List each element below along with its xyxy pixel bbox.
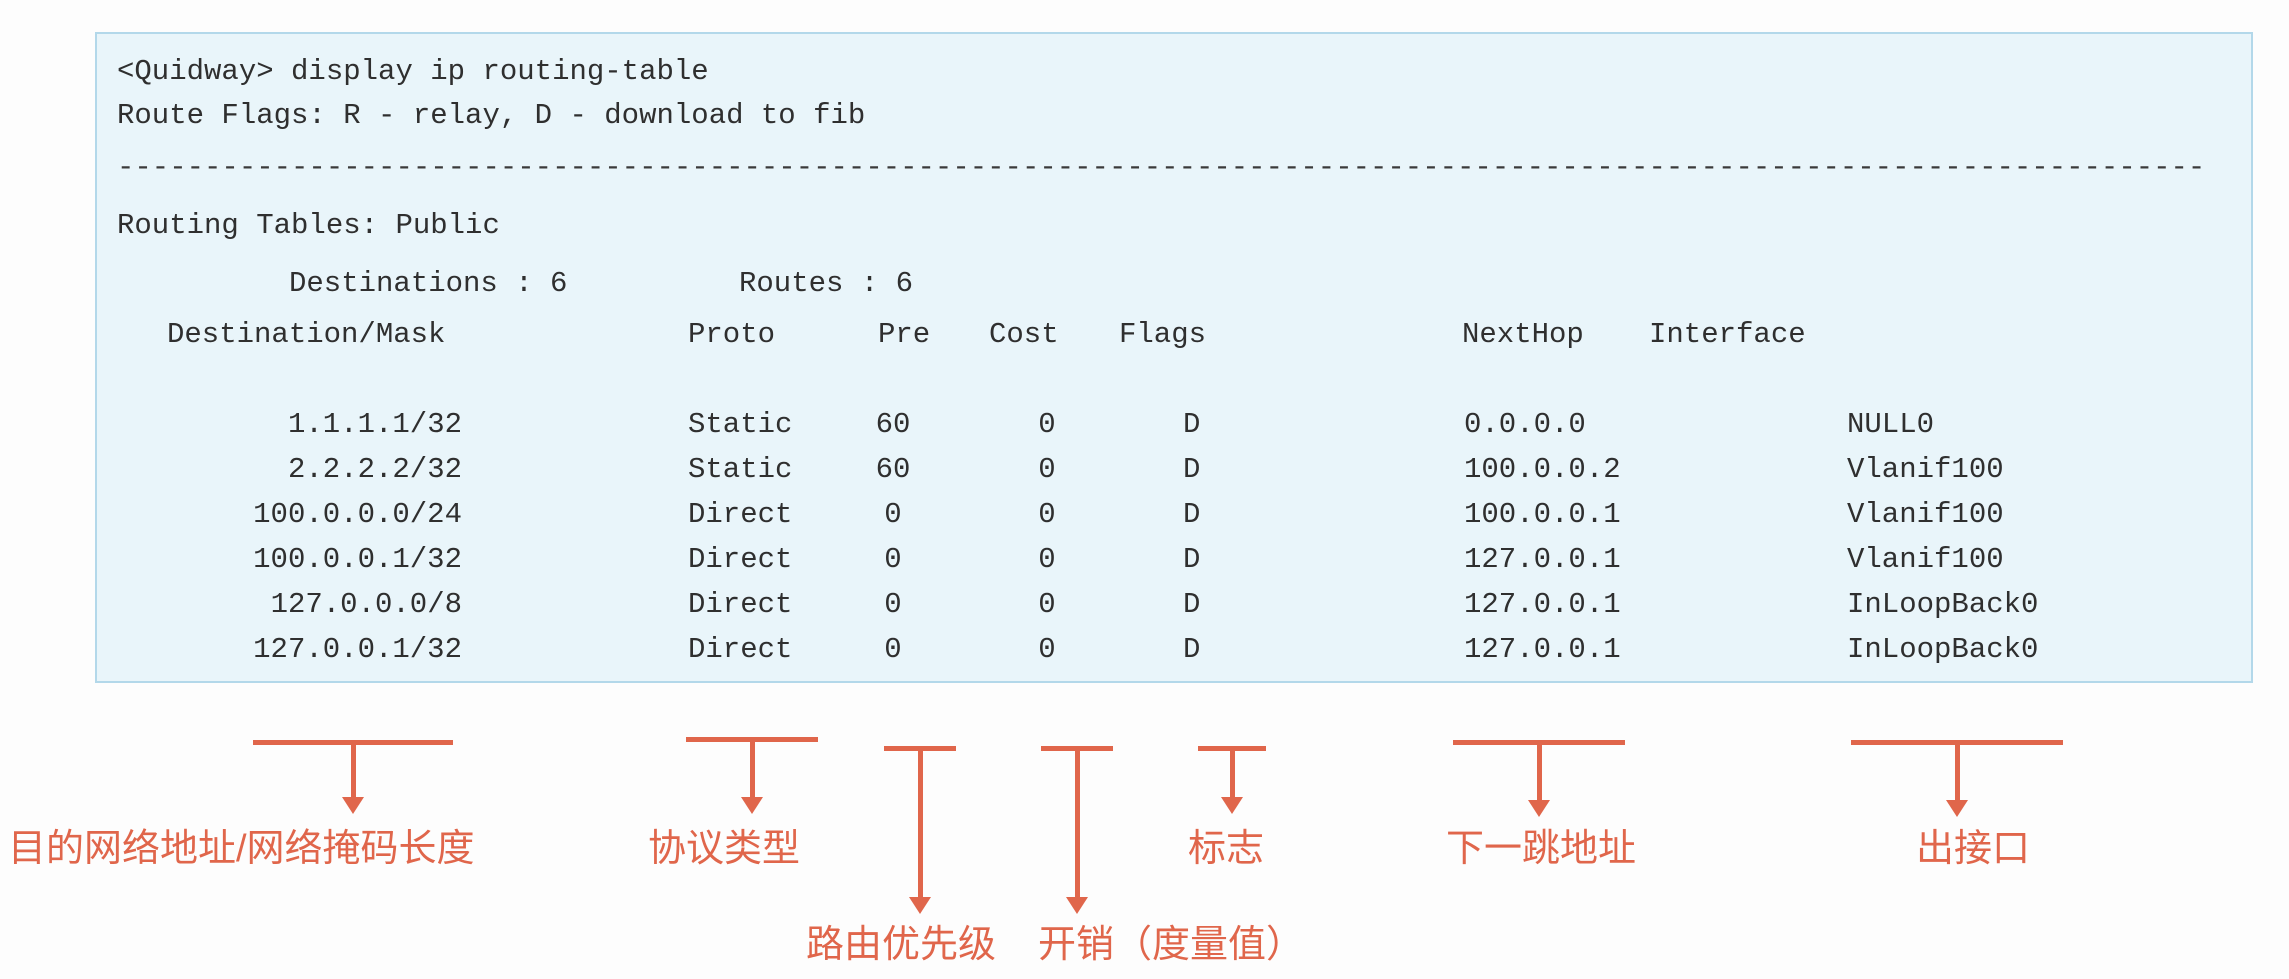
row-pre: 0 <box>884 633 902 666</box>
col-header-destination-mask: Destination/Mask <box>167 318 446 351</box>
row-cost: 0 <box>1038 633 1056 666</box>
label-cost: 开销（度量值） <box>1038 924 1305 966</box>
row-proto: Static <box>688 408 793 441</box>
arrow-cost-icon <box>1041 746 1113 914</box>
row-nexthop: 127.0.0.1 <box>1464 543 1621 576</box>
row-pre: 60 <box>875 408 911 441</box>
row-flags: D <box>1183 408 1201 441</box>
arrow-pre-icon <box>884 746 956 914</box>
row-interface: NULL0 <box>1847 408 1935 441</box>
row-proto: Direct <box>688 543 793 576</box>
row-destination: 2.2.2.2/32 <box>287 453 462 486</box>
row-nexthop: 127.0.0.1 <box>1464 588 1621 621</box>
label-nexthop: 下一跳地址 <box>1446 828 1637 870</box>
command-line: <Quidway> display ip routing-table <box>117 55 709 88</box>
table-row: 2.2.2.2/32 Static 60 0 D 100.0.0.2 Vlani… <box>97 448 2251 492</box>
row-proto: Direct <box>688 633 793 666</box>
row-flags: D <box>1183 453 1201 486</box>
row-flags: D <box>1183 543 1201 576</box>
row-nexthop: 127.0.0.1 <box>1464 633 1621 666</box>
table-row: 100.0.0.1/32 Direct 0 0 D 127.0.0.1 Vlan… <box>97 538 2251 582</box>
row-interface: Vlanif100 <box>1847 498 2004 531</box>
row-cost: 0 <box>1038 453 1056 486</box>
arrow-interface-icon <box>1851 740 2063 817</box>
row-cost: 0 <box>1038 408 1056 441</box>
row-destination: 100.0.0.0/24 <box>253 498 462 531</box>
row-interface: InLoopBack0 <box>1847 588 2039 621</box>
col-header-interface: Interface <box>1649 318 1806 351</box>
row-pre: 0 <box>884 498 902 531</box>
row-proto: Direct <box>688 588 793 621</box>
row-pre: 0 <box>884 588 902 621</box>
separator-line: ----------------------------------------… <box>117 151 2206 184</box>
row-nexthop: 0.0.0.0 <box>1464 408 1586 441</box>
row-destination: 127.0.0.1/32 <box>253 633 462 666</box>
summary-line: Destinations : 6 Routes : 6 <box>97 262 2251 306</box>
row-destination: 1.1.1.1/32 <box>287 408 462 441</box>
destinations-count: Destinations : 6 <box>289 267 568 300</box>
row-proto: Static <box>688 453 793 486</box>
table-row: 127.0.0.1/32 Direct 0 0 D 127.0.0.1 InLo… <box>97 628 2251 672</box>
arrow-flags-icon <box>1198 746 1266 814</box>
row-flags: D <box>1183 498 1201 531</box>
row-destination: 100.0.0.1/32 <box>253 543 462 576</box>
table-header-row: Destination/Mask Proto Pre Cost Flags Ne… <box>97 313 2251 357</box>
table-row: 100.0.0.0/24 Direct 0 0 D 100.0.0.1 Vlan… <box>97 493 2251 537</box>
row-flags: D <box>1183 633 1201 666</box>
row-nexthop: 100.0.0.1 <box>1464 498 1621 531</box>
label-pre: 路由优先级 <box>806 924 997 966</box>
row-cost: 0 <box>1038 498 1056 531</box>
arrow-destination-mask-icon <box>253 740 453 814</box>
col-header-cost: Cost <box>989 318 1059 351</box>
row-nexthop: 100.0.0.2 <box>1464 453 1621 486</box>
col-header-proto: Proto <box>688 318 776 351</box>
row-pre: 0 <box>884 543 902 576</box>
row-destination: 127.0.0.0/8 <box>270 588 462 621</box>
label-proto: 协议类型 <box>648 828 801 870</box>
routes-count: Routes : 6 <box>739 267 914 300</box>
label-flags: 标志 <box>1188 828 1265 870</box>
row-interface: Vlanif100 <box>1847 453 2004 486</box>
col-header-flags: Flags <box>1119 318 1207 351</box>
row-pre: 60 <box>875 453 911 486</box>
arrow-nexthop-icon <box>1453 740 1625 817</box>
col-header-pre: Pre <box>878 318 931 351</box>
row-interface: Vlanif100 <box>1847 543 2004 576</box>
row-proto: Direct <box>688 498 793 531</box>
routing-tables-line: Routing Tables: Public <box>117 209 500 242</box>
row-interface: InLoopBack0 <box>1847 633 2039 666</box>
arrow-proto-icon <box>686 737 818 814</box>
col-header-nexthop: NextHop <box>1462 318 1584 351</box>
route-flags-line: Route Flags: R - relay, D - download to … <box>117 99 866 132</box>
label-interface: 出接口 <box>1916 828 2031 870</box>
console-output-panel: <Quidway> display ip routing-table Route… <box>95 32 2253 683</box>
row-flags: D <box>1183 588 1201 621</box>
label-destination-mask: 目的网络地址/网络掩码长度 <box>8 828 475 870</box>
table-row: 127.0.0.0/8 Direct 0 0 D 127.0.0.1 InLoo… <box>97 583 2251 627</box>
row-cost: 0 <box>1038 588 1056 621</box>
table-row: 1.1.1.1/32 Static 60 0 D 0.0.0.0 NULL0 <box>97 403 2251 447</box>
row-cost: 0 <box>1038 543 1056 576</box>
